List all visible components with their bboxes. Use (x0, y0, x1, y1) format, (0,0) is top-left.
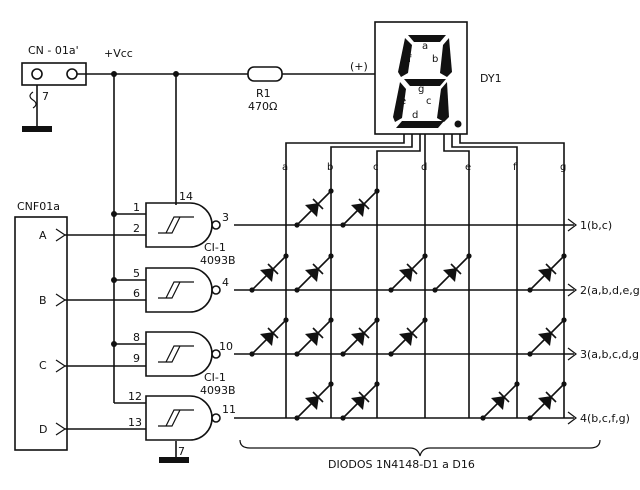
display-polarity: (+) (350, 60, 368, 73)
resistor-value: 470Ω (248, 100, 277, 113)
segment-label-c: c (426, 96, 432, 107)
pin-14: 14 (179, 190, 193, 203)
diode (294, 253, 334, 293)
segment-label-a: a (422, 41, 428, 52)
diode (527, 317, 567, 357)
top-connector-label: CN - 01a' (28, 44, 79, 57)
pin-9: 9 (133, 352, 140, 365)
segment-label-b: b (432, 54, 438, 65)
input-label-a: A (39, 229, 47, 242)
ground-symbol-bottom (159, 457, 189, 463)
connector-pin-right (66, 68, 78, 80)
bus-label-e: e (465, 162, 471, 173)
bus-label-g: g (560, 162, 566, 173)
diode (388, 317, 428, 357)
input-label-b: B (39, 294, 47, 307)
diode (294, 317, 334, 357)
seven-segment-display: a b c d e f g (374, 21, 468, 135)
pin-7: 7 (178, 445, 185, 458)
diode-matrix (249, 188, 567, 421)
diode (527, 253, 567, 293)
connector-pin-left (31, 68, 43, 80)
diodes-label: DIODOS 1N4148-D1 a D16 (328, 458, 475, 471)
diode (480, 381, 520, 421)
segment-bus-lines: a b c d e f g (282, 134, 566, 418)
resistor-r1: R1 470Ω (247, 66, 375, 113)
nand-gate-4 (145, 395, 221, 441)
diode (527, 381, 567, 421)
diode (432, 253, 472, 293)
resistor-name: R1 (256, 87, 271, 100)
pin-5: 5 (133, 267, 140, 280)
display-name: DY1 (480, 72, 502, 85)
ic-label-2: CI-1 (204, 371, 226, 384)
segment-label-g: g (418, 84, 424, 95)
pin-11: 11 (222, 403, 236, 416)
segment-label-f: f (408, 54, 412, 65)
connector-pin-number: 7 (42, 90, 49, 103)
output-label-2: 2(a,b,d,e,g) (580, 284, 640, 297)
diode (294, 381, 334, 421)
nand-gate-2 (145, 267, 221, 313)
segment-label-d: d (412, 110, 418, 121)
bus-label-b: b (327, 162, 333, 173)
input-label-c: C (39, 359, 47, 372)
bus-label-d: d (421, 162, 427, 173)
ic-label-1: CI-1 (204, 241, 226, 254)
nand-gate-3 (145, 331, 221, 377)
shield-symbol (29, 91, 37, 109)
input-connector: CNF01a A B C D (14, 200, 68, 451)
ic-part-2: 4093B (200, 384, 236, 397)
bus-label-c: c (373, 162, 379, 173)
diode (294, 188, 334, 228)
diode (340, 381, 380, 421)
top-connector: CN - 01a' 7 (21, 44, 87, 132)
ic-part-1: 4093B (200, 254, 236, 267)
pin-3: 3 (222, 211, 229, 224)
bus-label-a: a (282, 162, 288, 173)
nand-gate-1 (145, 202, 221, 248)
pin-6: 6 (133, 287, 140, 300)
pin-1: 1 (133, 201, 140, 214)
diode (249, 253, 289, 293)
bus-label-f: f (513, 162, 517, 173)
vcc-label: +Vcc (104, 47, 133, 60)
input-label-d: D (39, 423, 47, 436)
ground-symbol-top (22, 126, 52, 132)
segment-label-e: e (400, 96, 406, 107)
input-connector-label: CNF01a (17, 200, 60, 213)
output-label-3: 3(a,b,c,d,g) (580, 348, 640, 361)
diode (388, 253, 428, 293)
pin-8: 8 (133, 331, 140, 344)
diode (249, 317, 289, 357)
pin-13: 13 (128, 416, 142, 429)
diode (340, 317, 380, 357)
output-label-4: 4(b,c,f,g) (580, 412, 630, 425)
pin-12: 12 (128, 390, 142, 403)
pin-2: 2 (133, 222, 140, 235)
pin-10: 10 (219, 340, 233, 353)
nand-gates (145, 202, 221, 441)
output-label-1: 1(b,c) (580, 219, 612, 232)
diode (340, 188, 380, 228)
pin-4: 4 (222, 276, 229, 289)
diodes-brace (239, 439, 601, 457)
